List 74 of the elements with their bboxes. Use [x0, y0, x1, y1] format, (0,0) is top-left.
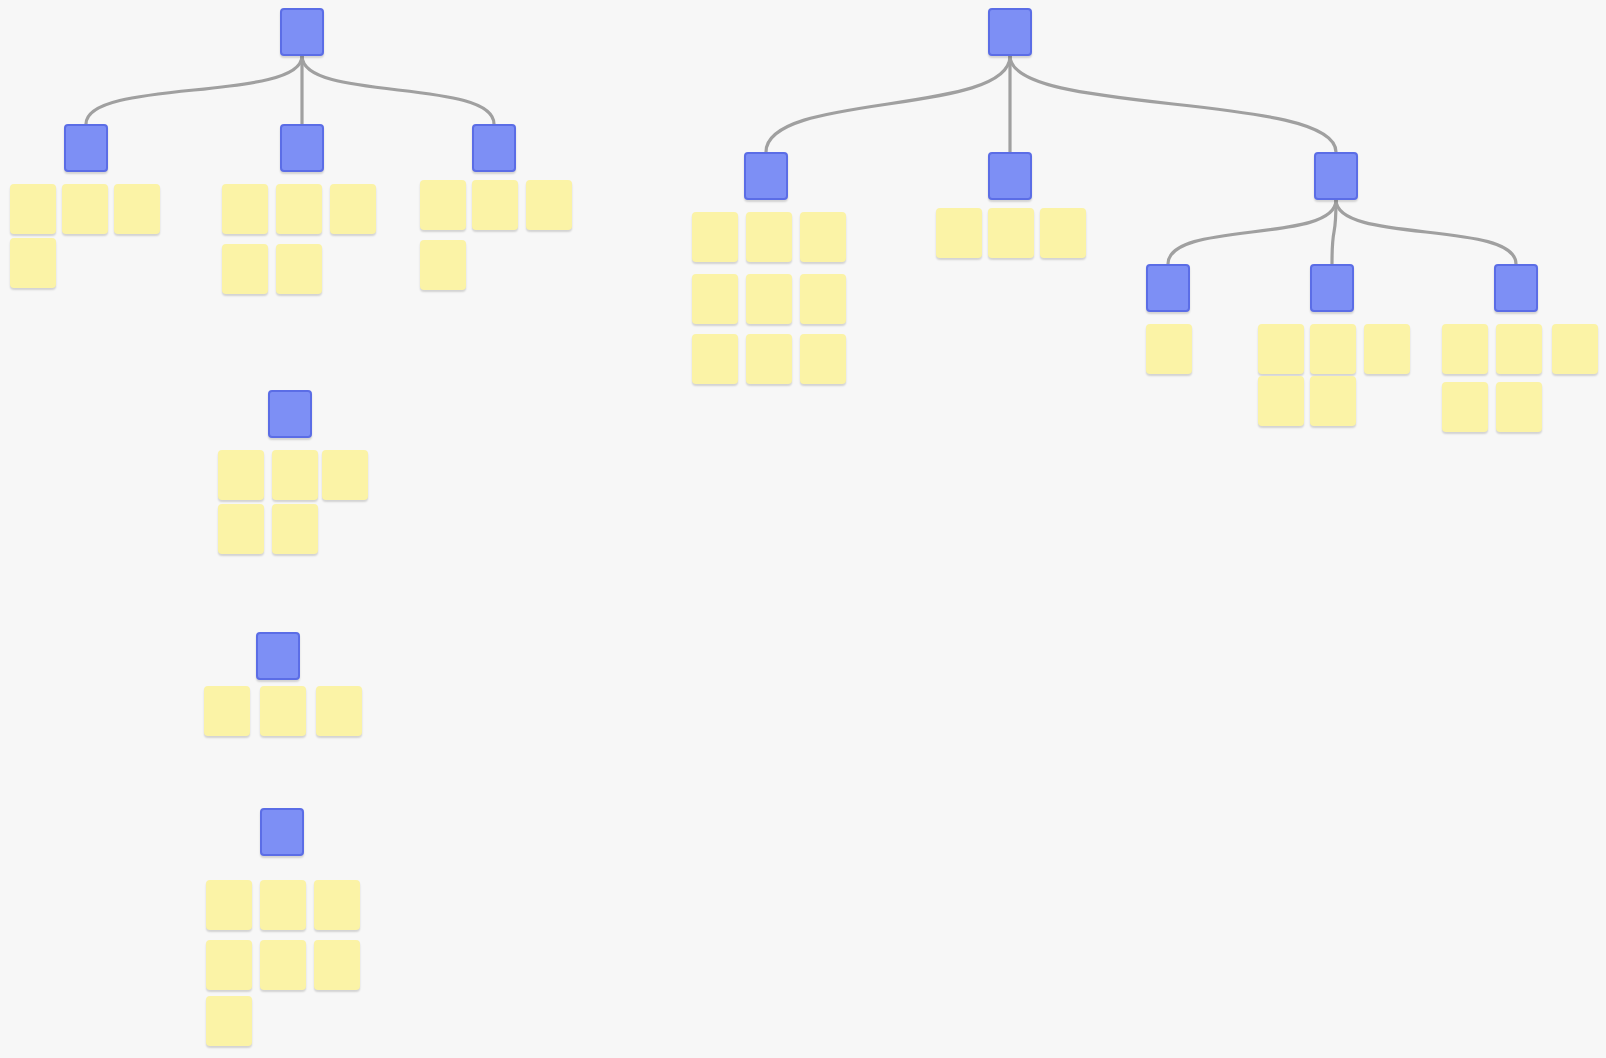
sticky-note — [472, 180, 518, 230]
sticky-note — [1258, 324, 1304, 374]
sticky-note — [10, 238, 56, 288]
header-card — [64, 124, 108, 172]
sticky-note — [322, 450, 368, 500]
sticky-note — [1364, 324, 1410, 374]
sticky-note — [206, 996, 252, 1046]
sticky-note — [10, 184, 56, 234]
header-card — [472, 124, 516, 172]
header-card — [988, 152, 1032, 200]
header-card — [1314, 152, 1358, 200]
sticky-note — [316, 686, 362, 736]
sticky-note — [692, 334, 738, 384]
sticky-note — [260, 686, 306, 736]
sticky-note — [260, 940, 306, 990]
sticky-note — [218, 450, 264, 500]
sticky-note — [114, 184, 160, 234]
connector-line — [300, 55, 496, 125]
connector-line — [1008, 56, 1012, 152]
connector-line — [300, 56, 304, 124]
sticky-note — [272, 504, 318, 554]
sticky-note — [800, 212, 846, 262]
sticky-note — [526, 180, 572, 230]
sticky-note — [1442, 324, 1488, 374]
header-card — [988, 8, 1032, 56]
sticky-note — [1310, 376, 1356, 426]
sticky-note — [420, 240, 466, 290]
sticky-note — [746, 274, 792, 324]
header-card — [280, 8, 324, 56]
sticky-note — [330, 184, 376, 234]
sticky-note — [1040, 208, 1086, 258]
sticky-note — [1496, 324, 1542, 374]
connector-line — [1166, 199, 1338, 265]
sticky-note — [222, 244, 268, 294]
sticky-note — [936, 208, 982, 258]
header-card — [268, 390, 312, 438]
sticky-note — [988, 208, 1034, 258]
sticky-note — [218, 504, 264, 554]
sticky-note — [260, 880, 306, 930]
header-card — [1494, 264, 1538, 312]
connector-line — [84, 55, 304, 125]
sticky-note — [206, 940, 252, 990]
sticky-note — [1442, 382, 1488, 432]
header-card — [1310, 264, 1354, 312]
connector-line — [764, 55, 1012, 153]
sticky-note — [800, 274, 846, 324]
sticky-note — [800, 334, 846, 384]
sticky-note — [420, 180, 466, 230]
sticky-note — [746, 212, 792, 262]
sticky-note — [276, 184, 322, 234]
sticky-note — [1552, 324, 1598, 374]
sticky-note — [272, 450, 318, 500]
sticky-note — [314, 880, 360, 930]
sticky-note — [746, 334, 792, 384]
sticky-note — [276, 244, 322, 294]
connector-line — [1008, 55, 1338, 153]
header-card — [280, 124, 324, 172]
connector-line — [1334, 199, 1518, 265]
sticky-note — [1146, 324, 1192, 374]
sticky-note — [204, 686, 250, 736]
header-card — [744, 152, 788, 200]
sticky-note — [62, 184, 108, 234]
header-card — [256, 632, 300, 680]
sticky-note — [314, 940, 360, 990]
sticky-note — [692, 212, 738, 262]
sticky-note — [1258, 376, 1304, 426]
header-card — [1146, 264, 1190, 312]
sticky-note — [1496, 382, 1542, 432]
sticky-note — [222, 184, 268, 234]
sticky-note — [1310, 324, 1356, 374]
header-card — [260, 808, 304, 856]
sticky-note — [692, 274, 738, 324]
connector-line — [1330, 200, 1338, 264]
sticky-note — [206, 880, 252, 930]
